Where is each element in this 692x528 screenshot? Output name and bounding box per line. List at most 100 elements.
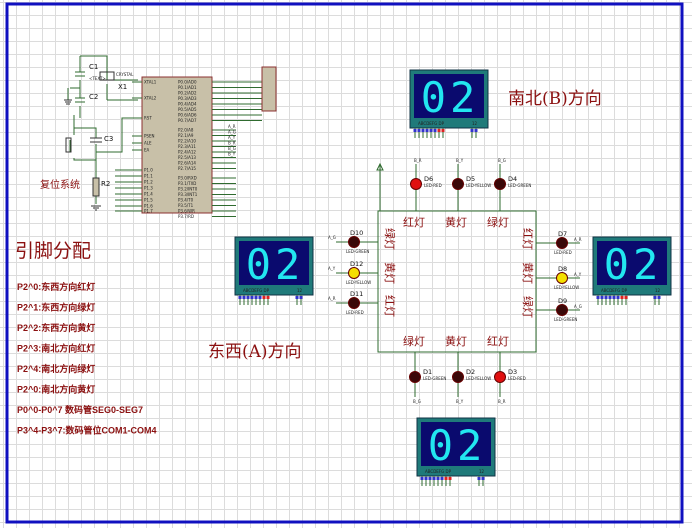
display-pin-label: ABCDEFG DP	[601, 288, 628, 293]
light-label-bottom: 黄灯	[445, 334, 467, 348]
led-body[interactable]	[556, 304, 568, 316]
led-body[interactable]	[348, 267, 360, 279]
crystal-x1[interactable]	[99, 71, 115, 81]
led-type: LED-RED	[554, 250, 572, 255]
led-body[interactable]	[410, 178, 422, 190]
led-ref: D1	[423, 368, 432, 376]
light-label-top: 黄灯	[445, 215, 467, 229]
led-ref: D4	[508, 175, 517, 183]
led-ref: D5	[466, 175, 475, 183]
led-type: LED-YELLOW	[466, 183, 491, 188]
chip-pin-label: P1.1	[144, 174, 153, 179]
led-ref: D2	[466, 368, 475, 376]
x1-type: CRYSTAL	[116, 72, 134, 77]
pin-assign-line: P3^4-P3^7:数码管位COM1-COM4	[17, 425, 157, 436]
chip-pin-label: P2.3/A11	[178, 144, 196, 149]
header-connector[interactable]	[261, 66, 277, 112]
x1-label: X1	[118, 83, 127, 91]
mcu-chip[interactable]: XTAL1XTAL2RSTPSENALEEAP1.0P1.1P1.2P1.3P1…	[115, 76, 262, 219]
display-value: 02	[246, 240, 305, 289]
led-body[interactable]	[409, 371, 421, 383]
chip-pin-label: P0.6/AD6	[178, 113, 197, 118]
chip-pin-label: P3.4/T0	[178, 198, 194, 203]
led-ref: D10	[350, 229, 363, 237]
display-value: 02	[421, 73, 480, 122]
light-label-left: 黄灯	[383, 262, 397, 284]
chip-pin-label: P1.4	[144, 192, 153, 197]
chip-pin-label: P1.6	[144, 204, 153, 209]
net-label: B_R	[228, 141, 236, 146]
led-body[interactable]	[556, 272, 568, 284]
display-value: 02	[604, 240, 663, 289]
north-south-title: 南北(B)方向	[508, 89, 602, 109]
led-body[interactable]	[452, 371, 464, 383]
chip-pin-label: XTAL2	[144, 96, 157, 101]
led-net-label: B_R	[498, 399, 506, 404]
chip-pin-label: PSEN	[144, 134, 154, 139]
chip-pin-label: P2.0/A8	[178, 128, 194, 133]
pin-assign-line: P0^0-P0^7 数码管SEG0-SEG7	[17, 404, 143, 415]
chip-pin-label: P1.0	[144, 168, 153, 173]
led-body[interactable]	[556, 237, 568, 249]
chip-body[interactable]	[141, 76, 213, 214]
light-label-bottom: 红灯	[487, 335, 509, 348]
led-body[interactable]	[494, 178, 506, 190]
c2-label: C2	[89, 93, 98, 101]
display-pin-label: ABCDEFG DP	[243, 288, 270, 293]
light-label-left: 红灯	[383, 295, 396, 317]
chip-pin-label: P0.0/AD0	[178, 80, 197, 85]
led-ref: D6	[424, 175, 433, 183]
led-body[interactable]	[348, 297, 360, 309]
pin-assign-line: P2^4:南北方向绿灯	[17, 363, 95, 374]
led-net-label: A_R	[328, 296, 336, 301]
pin-assign-list: P2^0:东西方向红灯P2^1:东西方向绿灯P2^2:东西方向黄灯P2^3:南北…	[17, 281, 157, 436]
led-type: LED-RED	[424, 183, 442, 188]
led-body[interactable]	[348, 236, 360, 248]
led-type: LED-RED	[508, 376, 526, 381]
reset-button[interactable]	[65, 137, 72, 153]
display-pin-label: ABCDEFG DP	[418, 121, 445, 126]
chip-pin-label: XTAL1	[144, 80, 157, 85]
chip-pin-label: P1.5	[144, 198, 153, 203]
chip-pin-label: P1.2	[144, 180, 153, 185]
chip-pin-label: P0.1/AD1	[178, 85, 197, 90]
led-net-label: A_G	[574, 304, 582, 309]
led-ref: D12	[350, 260, 363, 268]
intersection-box	[376, 162, 537, 353]
led-net-label: B_G	[498, 158, 506, 163]
pin-assign-line: P2^3:南北方向红灯	[17, 343, 95, 354]
led-ref: D11	[350, 290, 363, 298]
resistor-r2[interactable]	[92, 177, 100, 197]
pin-assign-line: P2^2:东西方向黄灯	[17, 322, 95, 333]
chip-pin-label: P0.5/AD5	[178, 107, 197, 112]
display-com-label: 12	[479, 469, 485, 474]
led-type: LED-YELLOW	[466, 376, 491, 381]
led-body[interactable]	[452, 178, 464, 190]
led-net-label: A_R	[574, 237, 582, 242]
led-group: D6LED-REDB_RD5LED-YELLOWB_YD4LED-GREENB_…	[328, 158, 582, 404]
placeholder: <TEXT>	[89, 76, 106, 81]
display-pin-label: ABCDEFG DP	[425, 469, 452, 474]
display-value: 02	[428, 421, 487, 470]
display-com-label: 12	[472, 121, 478, 126]
led-body[interactable]	[494, 371, 506, 383]
